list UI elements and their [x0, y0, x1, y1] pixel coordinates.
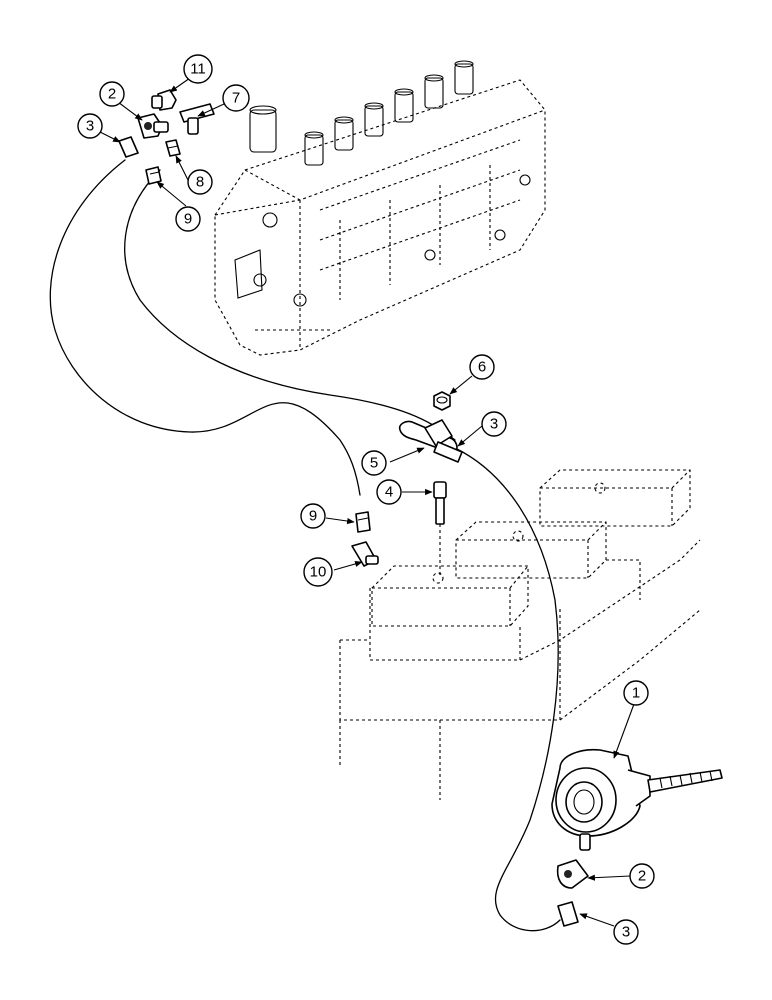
callout-9-top: 9 [175, 206, 201, 232]
svg-text:11: 11 [190, 61, 206, 78]
svg-text:1: 1 [632, 685, 640, 702]
svg-text:8: 8 [196, 174, 204, 191]
svg-text:2: 2 [638, 868, 646, 885]
elbow-fitting-2-bottom-icon [556, 859, 589, 889]
callout-6: 6 [469, 354, 495, 380]
hose-barb-9-mid-icon [355, 511, 371, 533]
callout-5: 5 [361, 450, 387, 476]
elbow-fitting-11-icon [151, 89, 177, 111]
hose-sleeve-3-bottom-icon [557, 901, 579, 927]
callout-11: 11 [183, 54, 213, 84]
callout-3-top: 3 [77, 113, 103, 139]
svg-text:3: 3 [490, 416, 498, 433]
callout-10: 10 [303, 557, 333, 587]
callout-9-mid: 9 [300, 503, 326, 529]
nut-6-icon [433, 391, 451, 411]
svg-text:3: 3 [622, 924, 630, 941]
hose-sleeve-3-icon [118, 136, 139, 158]
callout-8: 8 [187, 169, 213, 195]
svg-text:9: 9 [184, 211, 192, 228]
callout-2-bottom: 2 [629, 863, 655, 889]
vacuum-hose [49, 159, 561, 932]
svg-text:2: 2 [108, 86, 116, 103]
callout-4: 4 [376, 479, 402, 505]
callout-2-top: 2 [99, 81, 125, 107]
leader-lines [99, 77, 635, 927]
svg-text:10: 10 [310, 564, 327, 581]
svg-text:9: 9 [309, 508, 317, 525]
callout-1: 1 [623, 680, 649, 706]
hose-barb-9-icon [145, 166, 162, 185]
callout-7: 7 [222, 84, 250, 112]
svg-text:3: 3 [86, 118, 94, 135]
tee-block-5-icon [398, 419, 463, 463]
connector-8-icon [165, 139, 181, 157]
engine-block-icon [339, 469, 701, 800]
tee-fitting-7-icon [179, 103, 215, 135]
callout-3-mid: 3 [481, 411, 507, 437]
wastegate-actuator-1-icon [551, 748, 723, 851]
elbow-fitting-10-icon [351, 541, 379, 567]
elbow-fitting-2-icon [137, 113, 169, 139]
svg-text:6: 6 [478, 359, 486, 376]
svg-text:7: 7 [232, 90, 240, 107]
callout-3-bottom: 3 [613, 919, 639, 945]
fuel-injection-pump-icon [214, 60, 546, 356]
svg-text:4: 4 [385, 484, 393, 501]
stud-4-icon [433, 481, 447, 575]
svg-text:5: 5 [370, 455, 378, 472]
